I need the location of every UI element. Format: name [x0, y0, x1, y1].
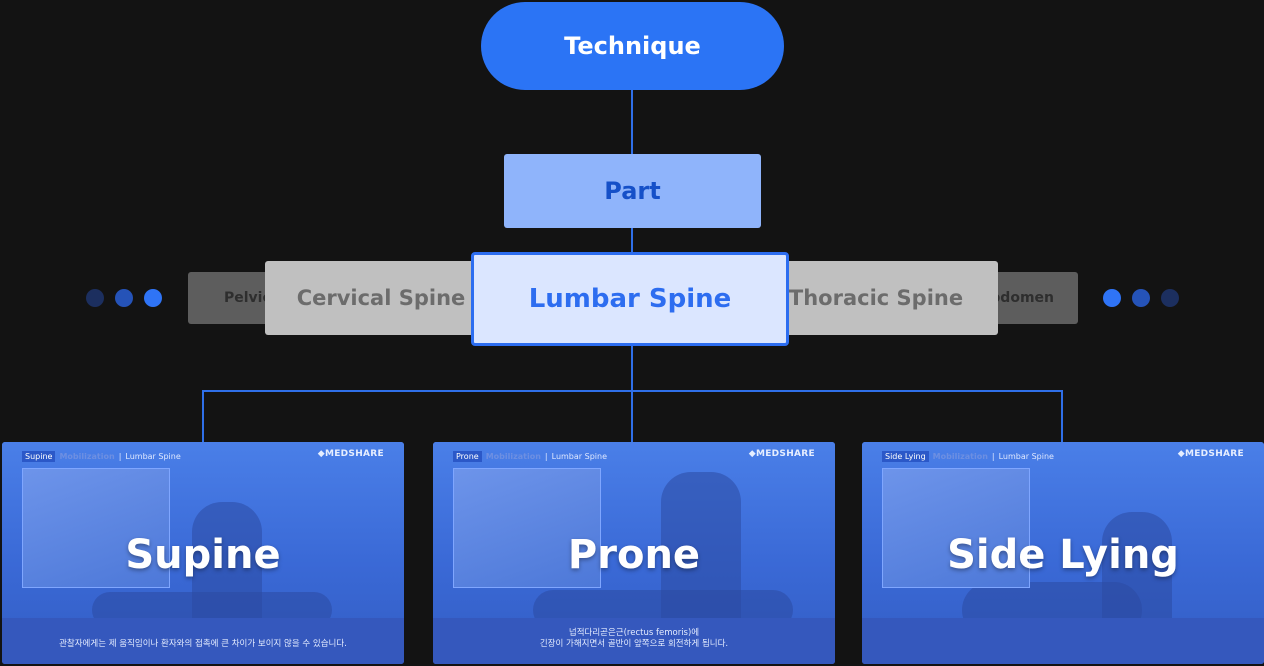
card-tag: Supine [22, 451, 56, 462]
medshare-logo: ◆MEDSHARE [317, 449, 384, 459]
nav-dot-left-2[interactable] [115, 289, 133, 307]
medshare-logo: ◆MEDSHARE [1177, 449, 1244, 459]
treatment-table [862, 618, 1264, 664]
card-header-mid: Mobilization [932, 452, 988, 461]
card-header: Side Lying Mobilization | Lumbar Spine [882, 451, 1054, 462]
carousel-item-cervical-spine[interactable]: Cervical Spine [265, 261, 497, 335]
card-prone[interactable]: Prone Mobilization | Lumbar Spine ◆MEDSH… [433, 442, 835, 664]
carousel-item-lumbar-spine-selected[interactable]: Lumbar Spine [471, 252, 789, 346]
card-tag: Prone [453, 451, 482, 462]
card-title: Side Lying [947, 532, 1179, 578]
card-supine[interactable]: Supine Mobilization | Lumbar Spine ◆MEDS… [2, 442, 404, 664]
nav-dot-right-1[interactable] [1103, 289, 1121, 307]
card-caption: 관찰자에게는 제 움직임이나 환자와의 접촉에 큰 차이가 보이지 않을 수 있… [59, 639, 347, 649]
card-side-lying[interactable]: Side Lying Mobilization | Lumbar Spine ◆… [862, 442, 1264, 664]
technique-node[interactable]: Technique [481, 2, 784, 90]
connector-carousel-down [631, 346, 633, 442]
card-header: Prone Mobilization | Lumbar Spine [453, 451, 607, 462]
nav-dot-right-2[interactable] [1132, 289, 1150, 307]
card-header-sep: | [544, 452, 548, 461]
part-node[interactable]: Part [504, 154, 761, 228]
connector-horizontal [202, 390, 1063, 392]
card-title: Supine [125, 532, 281, 578]
connector-root-part [631, 90, 633, 154]
card-header-mid: Mobilization [485, 452, 541, 461]
card-header-sep: | [991, 452, 995, 461]
inset-video-frame [22, 468, 170, 588]
treatment-table [2, 618, 404, 664]
inset-video-frame [453, 468, 601, 588]
connector-part-carousel [631, 228, 633, 252]
card-tag: Side Lying [882, 451, 929, 462]
card-header-sep: | [118, 452, 122, 461]
card-header-part: Lumbar Spine [551, 452, 607, 461]
card-caption: 넙적다리곧은근(rectus femoris)에 긴장이 가해지면서 골반이 앞… [539, 628, 729, 649]
inset-video-frame [882, 468, 1030, 588]
card-header: Supine Mobilization | Lumbar Spine [22, 451, 181, 462]
card-header-mid: Mobilization [59, 452, 115, 461]
card-title: Prone [567, 532, 701, 578]
nav-dot-right-3[interactable] [1161, 289, 1179, 307]
connector-right-card [1061, 390, 1063, 442]
nav-dot-left-1[interactable] [86, 289, 104, 307]
carousel-item-thoracic-spine[interactable]: Thoracic Spine [754, 261, 998, 335]
connector-left-card [202, 390, 204, 442]
treatment-table [433, 618, 835, 664]
nav-dot-left-3[interactable] [144, 289, 162, 307]
medshare-logo: ◆MEDSHARE [748, 449, 815, 459]
card-header-part: Lumbar Spine [125, 452, 181, 461]
card-header-part: Lumbar Spine [998, 452, 1054, 461]
